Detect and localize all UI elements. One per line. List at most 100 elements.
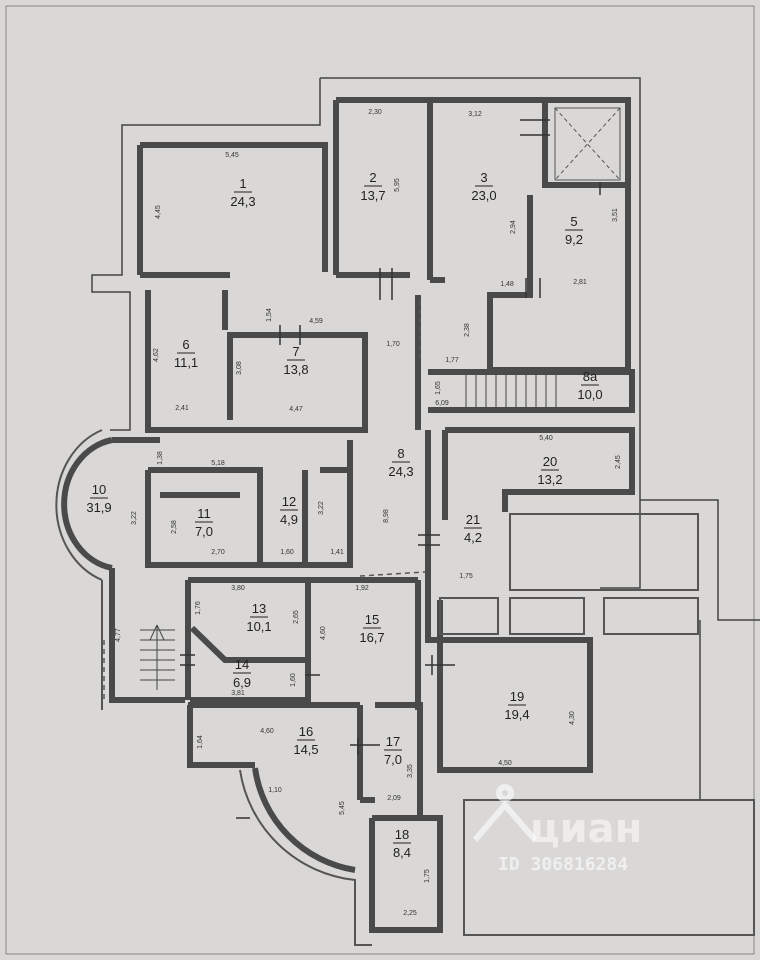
room-label: 188,4 [393,827,411,860]
dimension-label: 1,54 [266,308,273,322]
room-number: 11 [197,506,211,521]
dimension-label: 2,45 [615,455,622,469]
dimension-label: 2,65 [293,610,300,624]
dimension-label: 1,10 [268,787,282,794]
cian-logo-icon [472,784,538,842]
room-label: 19 19,4 [504,689,529,722]
room-area: 13,2 [537,472,562,487]
room-label: 214,2 [464,512,482,545]
room-number: 13 [252,601,266,616]
dimension-label: 5,40 [539,435,553,442]
room-label: 15 16,7 [359,612,384,645]
room-label: 323,0 [471,170,496,203]
dimension-label: 5,45 [339,801,346,815]
room-area: 10,0 [577,387,602,402]
room-label: 8а 10,0 [577,369,602,402]
dimension-label: 4,59 [309,318,323,325]
dimension-label: 1,65 [435,381,442,395]
dimension-label: 3,80 [231,585,245,592]
dimension-label: 2,70 [211,549,225,556]
cian-watermark: циан ID 306816284 [472,784,642,875]
dimension-label: 2,30 [368,109,382,116]
dimension-label: 3,22 [318,501,325,515]
room-label: 611,1 [174,337,198,370]
dimension-label: 1,75 [459,573,473,580]
room-area: 4,9 [280,512,298,527]
room-number: 12 [282,494,296,509]
dimension-label: 4,62 [153,348,160,362]
room-number: 15 [365,612,379,627]
room-number: 17 [386,734,400,749]
dimension-label: 4,77 [115,628,122,642]
dimension-label: 3,51 [612,208,619,222]
dimension-label: 3,35 [407,764,414,778]
dimension-label: 4,30 [569,711,576,725]
walls [61,97,635,933]
room-number: 21 [466,512,480,527]
room-area: 13,7 [360,188,385,203]
dimension-label: 3,81 [231,690,245,697]
dimension-label: 1,60 [280,549,294,556]
page-frame [5,5,755,955]
dimension-label: 2,38 [464,323,471,337]
room-area: 16,7 [359,630,384,645]
room-label: 117,0 [195,506,213,539]
room-label: 20 13,2 [537,454,562,487]
room-label: 124,9 [280,494,298,527]
room-area: 24,3 [388,464,413,479]
dimension-label: 2,09 [387,795,401,802]
room-area: 10,1 [246,619,271,634]
dimension-label: 1,76 [195,601,202,615]
room-label: 177,0 [384,734,402,767]
dimension-label: 1,70 [386,341,400,348]
dimension-label: 5,18 [211,460,225,467]
room-area: 23,0 [471,188,496,203]
room-number: 5 [570,214,577,229]
dimension-label: 5,45 [225,152,239,159]
room-number: 10 [92,482,106,497]
dimension-label: 2,94 [510,220,517,234]
room-area: 19,4 [504,707,529,722]
dimension-label: 1,64 [197,735,204,749]
room-label: 146,9 [233,657,251,690]
dimension-label: 3,22 [131,511,138,525]
room-label: 213,7 [360,170,385,203]
dimension-label: 3,12 [468,111,482,118]
dimension-label: 5,95 [394,178,401,192]
room-number: 16 [299,724,313,739]
room-number: 6 [182,337,189,352]
room-label: 124,3 [230,176,255,209]
dimension-label: 1,38 [157,451,164,465]
dimension-label: 1,41 [330,549,344,556]
room-area: 13,8 [283,362,308,377]
staircase-8a [465,375,557,408]
dimension-label: 4,60 [260,728,274,735]
room-number: 19 [510,689,524,704]
room-number: 8а [583,369,598,384]
room-area: 9,2 [565,232,583,247]
dimension-label: 2,41 [175,405,189,412]
watermark-brand: циан [530,806,642,852]
room-number: 20 [543,454,557,469]
room-number: 8 [397,446,404,461]
room-area: 7,0 [384,752,402,767]
dimension-label: 8,98 [383,509,390,523]
dimension-label: 1,60 [290,673,297,687]
door-ticks [180,119,601,819]
dimension-label: 6,09 [435,400,449,407]
room-label: 59,2 [565,214,583,247]
dashed-boundaries [103,300,426,700]
dimension-label: 1,48 [500,281,514,288]
dimension-label: 4,47 [289,406,303,413]
dimension-label: 3,08 [236,361,243,375]
room-number: 14 [235,657,249,672]
room-area: 11,1 [174,355,198,370]
room-number: 1 [239,176,246,191]
dimension-label: 2,81 [573,279,587,286]
watermark-id: ID 306816284 [498,854,628,875]
room-area: 4,2 [464,530,482,545]
